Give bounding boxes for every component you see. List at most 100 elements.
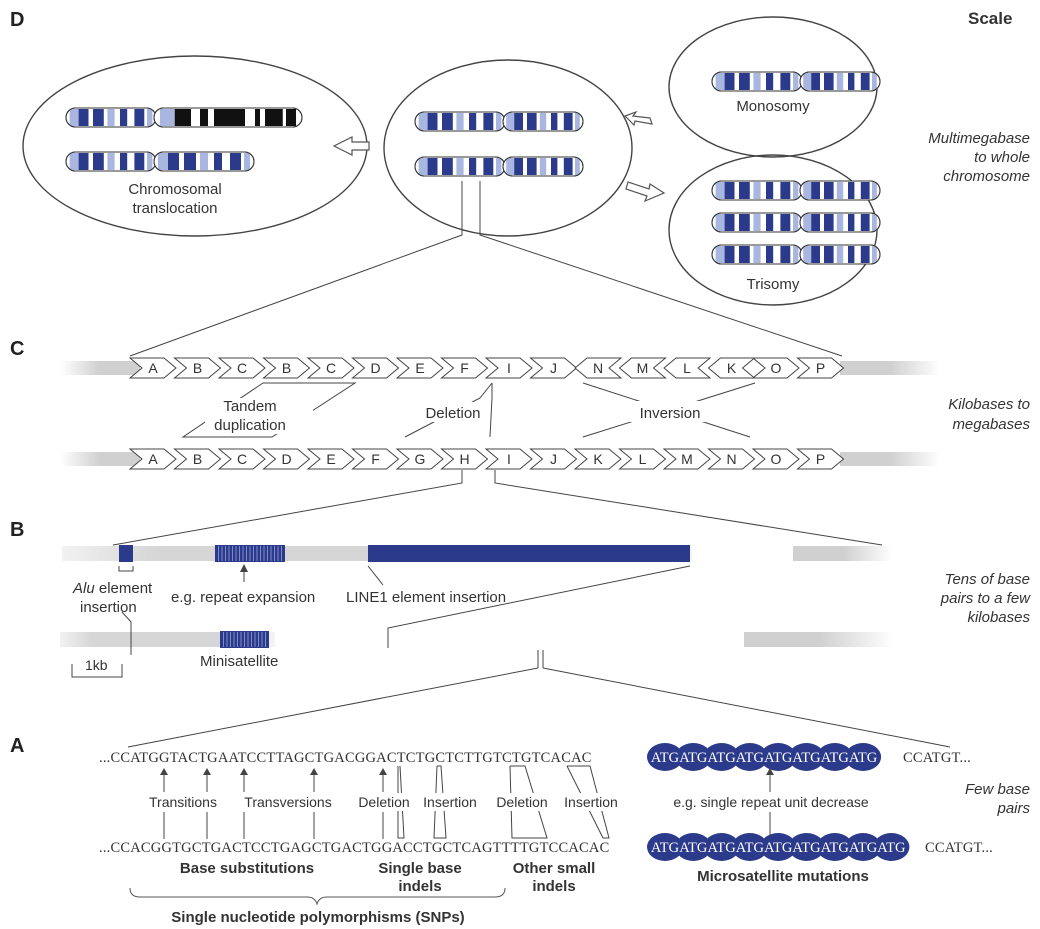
b-row2-right-segment	[744, 632, 894, 647]
scale-b-line-1: Tens of base	[945, 571, 1030, 588]
gene-P-genes-row2: P	[796, 448, 845, 470]
repeat-unit	[675, 743, 712, 771]
gene-label: K	[593, 451, 603, 467]
gene-label: I	[507, 360, 511, 376]
insertion1-label: Insertion	[423, 794, 477, 810]
line1-bracket-left	[367, 565, 384, 586]
deletion-line-right	[489, 383, 493, 438]
gene-label: P	[816, 451, 825, 467]
scale-b-line-3: kilobases	[967, 609, 1030, 626]
gene-C-genes-row2: C	[217, 448, 266, 470]
panel-a: ...CCATGGTACTGAATCCTTAGCTGACGGACTCTGCTCT…	[99, 743, 993, 926]
gene-label: M	[637, 360, 649, 376]
repeat-unit	[760, 743, 797, 771]
deletion2-label: Deletion	[496, 794, 547, 810]
trisomy-chromosome-2-p-arm	[711, 212, 803, 233]
repeat-unit	[816, 833, 853, 861]
c-row2-left-flank	[60, 452, 140, 466]
gene-C-genes-row1: C	[217, 357, 266, 379]
repeat-unit-label: ATG	[651, 840, 680, 856]
trisomy-chromosome-3-q-arm	[799, 244, 881, 265]
translocation-dark-bands	[200, 109, 296, 126]
repeat-unit-label: ATG	[849, 840, 878, 856]
repeat-unit	[845, 743, 882, 771]
trisomy-chromosome-2	[711, 212, 881, 233]
inversion-label: Inversion	[640, 405, 701, 422]
tandem-label-2: duplication	[214, 417, 286, 434]
normal-chromosome-2-p-arm	[414, 156, 506, 177]
gene-label: C	[237, 451, 247, 467]
scale-a-line-2: pairs	[996, 800, 1030, 817]
scale-c: Kilobases to megabases	[948, 396, 1030, 433]
gene-label: N	[593, 360, 603, 376]
repeat-unit	[731, 833, 768, 861]
gene-K-genes-row1: K	[707, 357, 756, 379]
translocated-chromosome-2	[65, 151, 255, 172]
transversions-label: Transversions	[244, 794, 331, 810]
gene-F-genes-row1: F	[440, 357, 489, 379]
arrow-to-translocation	[332, 136, 370, 156]
gene-L-genes-row1: L	[663, 357, 712, 379]
gene-A-genes-row2: A	[128, 448, 177, 470]
repeat-unit-label: ATG	[877, 840, 906, 856]
gene-label: J	[550, 451, 557, 467]
repeat-unit-label: ATG	[764, 750, 793, 766]
deletion1-label: Deletion	[358, 794, 409, 810]
alu-element	[119, 545, 133, 562]
gene-N-genes-row2: N	[707, 448, 756, 470]
repeat-unit	[873, 833, 910, 861]
gene-O-genes-row1: O	[751, 357, 800, 379]
gene-label: E	[415, 360, 424, 376]
gene-label: K	[727, 360, 737, 376]
gene-label: B	[193, 451, 202, 467]
gene-B-genes-row1: B	[262, 357, 311, 379]
gene-label: G	[415, 451, 426, 467]
repeat-unit-label: ATG	[821, 750, 850, 766]
gene-label: H	[459, 451, 469, 467]
repeat-expansion-arrowhead	[240, 564, 248, 572]
gene-label: A	[148, 360, 158, 376]
gene-label: L	[639, 451, 647, 467]
gene-label: I	[507, 451, 511, 467]
snp-label: Single nucleotide polymorphisms (SNPs)	[171, 909, 464, 926]
gene-I-genes-row2: I	[484, 448, 533, 470]
transitions-label: Transitions	[149, 794, 217, 810]
gene-label: O	[771, 360, 782, 376]
gene-D-genes-row2: D	[262, 448, 311, 470]
gene-F-genes-row2: F	[351, 448, 400, 470]
tandem-label-bg	[205, 398, 313, 434]
mutation-arrows	[163, 772, 771, 839]
zoom-line-d-left	[129, 181, 463, 357]
seq-bottom-suffix: CCATGT...	[925, 840, 993, 856]
deletion1-bg	[356, 793, 416, 811]
scale-d-line-1: Multimegabase	[928, 130, 1030, 147]
gene-O-genes-row2: O	[751, 448, 800, 470]
line1-bracket-right	[387, 565, 691, 648]
panel-letter-c: C	[10, 338, 24, 360]
line1-label: LINE1 element insertion	[346, 589, 506, 606]
repeat-unit	[788, 743, 825, 771]
normal-chromosome-1-q-arm	[502, 111, 584, 132]
panel-letter-b: B	[10, 519, 24, 541]
translocated-chromosome-1-p-arm	[65, 107, 157, 128]
gene-A-genes-row1: A	[128, 357, 177, 379]
seq-top-suffix: CCATGT...	[903, 750, 971, 766]
zoom-line-c-right	[494, 470, 883, 546]
insertion1-bg	[418, 793, 480, 811]
repeat-unit	[760, 833, 797, 861]
b-row1-right-segment	[793, 546, 893, 561]
gene-label: L	[683, 360, 691, 376]
monosomy-chromosome-q-arm	[799, 71, 881, 92]
gene-D-genes-row1: D	[351, 357, 400, 379]
scale-title: Scale	[968, 9, 1012, 28]
zoom-line-c-left	[112, 470, 463, 546]
trisomy-chromosome-2-q-arm	[799, 212, 881, 233]
gene-B-genes-row1: B	[173, 357, 222, 379]
gene-M-genes-row2: M	[662, 448, 711, 470]
snp-brace	[129, 887, 506, 906]
scale-b-line-2: pairs to a few	[940, 590, 1031, 607]
